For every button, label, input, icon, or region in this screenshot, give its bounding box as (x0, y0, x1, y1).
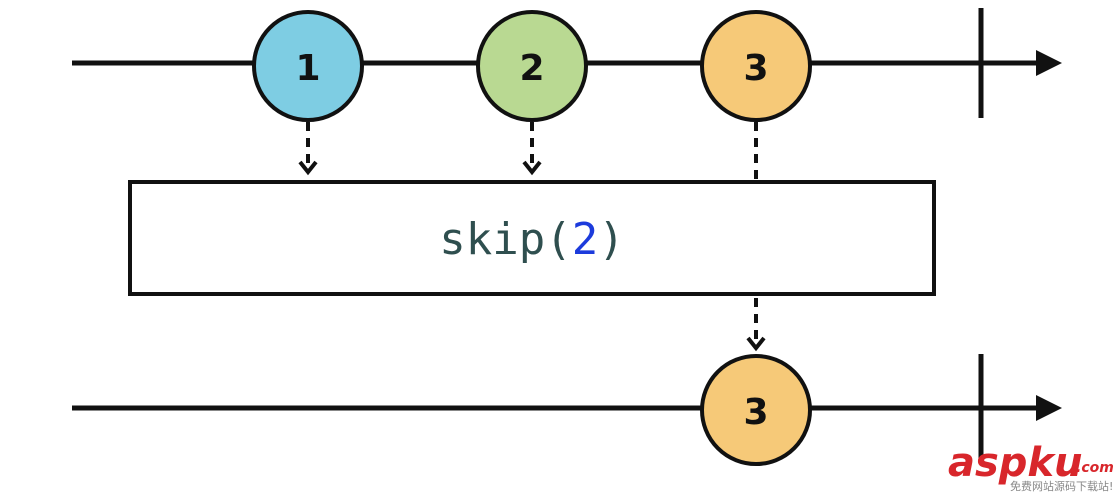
input-marble-1-circle (252, 10, 364, 122)
watermark-logo: aspku .com 免费网站源码下载站! (948, 440, 1114, 493)
connector-out-arrow (746, 336, 766, 352)
input-marble-3-label: 3 (743, 48, 768, 89)
connector-1-arrow (298, 160, 318, 176)
operator-box-rect (128, 180, 936, 296)
operator-label: skip(2) (439, 214, 624, 265)
output-marble-3-label: 3 (743, 392, 768, 433)
watermark-brand: aspku (948, 440, 1083, 486)
output-timeline (72, 354, 1062, 462)
output-marble-3: 3 (700, 354, 812, 466)
input-connectors (298, 122, 758, 182)
input-marble-3: 3 (700, 10, 812, 122)
input-marble-2: 2 (476, 10, 588, 122)
operator-close-paren: ) (598, 214, 625, 265)
watermark-domain: .com (1076, 460, 1114, 476)
operator-open-paren: ( (545, 214, 572, 265)
output-marble-3-circle (700, 354, 812, 466)
watermark-tagline: 免费网站源码下载站! (1010, 479, 1113, 493)
input-timeline-arrowhead (1036, 50, 1062, 76)
operator-box: skip(2) (128, 180, 936, 296)
input-marble-1-label: 1 (295, 48, 320, 89)
input-marble-2-label: 2 (519, 48, 544, 89)
operator-argument: 2 (572, 214, 599, 265)
input-marble-2-circle (476, 10, 588, 122)
output-connector (746, 298, 766, 352)
connector-2-arrow (522, 160, 542, 176)
input-marble-1: 1 (252, 10, 364, 122)
output-timeline-arrowhead (1036, 395, 1062, 421)
operator-name: skip (439, 214, 545, 265)
input-marble-3-circle (700, 10, 812, 122)
